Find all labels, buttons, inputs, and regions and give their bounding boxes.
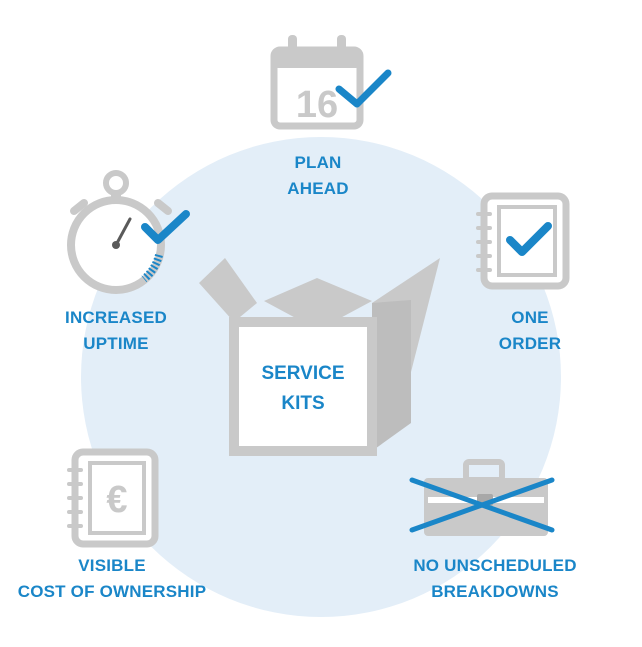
calendar-date: 16	[296, 84, 338, 126]
label-visible-cost-line2: COST OF OWNERSHIP	[17, 582, 207, 601]
crossed-toolbox-icon	[409, 459, 555, 536]
stopwatch-check-icon	[67, 170, 190, 294]
label-no-breakdowns-line2: BREAKDOWNS	[431, 582, 559, 601]
label-increased-uptime-line2: UPTIME	[83, 334, 149, 353]
label-plan-ahead-line1: PLAN	[294, 153, 342, 172]
label-visible-cost: VISIBLE COST OF OWNERSHIP	[2, 553, 222, 605]
label-no-breakdowns: NO UNSCHEDULED BREAKDOWNS	[392, 553, 598, 605]
label-increased-uptime: INCREASED UPTIME	[46, 305, 186, 357]
label-one-order-line2: ORDER	[498, 334, 562, 353]
label-one-order-line1: ONE	[511, 308, 549, 327]
center-label: SERVICE KITS	[234, 359, 372, 419]
notebook-check-icon	[476, 192, 570, 290]
center-label-line2: KITS	[281, 393, 325, 414]
label-plan-ahead: PLAN AHEAD	[247, 150, 389, 202]
calendar-check-icon: 16	[270, 35, 392, 130]
label-increased-uptime-line1: INCREASED	[65, 308, 167, 327]
label-one-order: ONE ORDER	[460, 305, 600, 357]
center-label-line1: SERVICE	[261, 363, 345, 384]
label-plan-ahead-line2: AHEAD	[287, 179, 349, 198]
label-no-breakdowns-line1: NO UNSCHEDULED	[413, 556, 577, 575]
open-box-icon	[199, 258, 440, 456]
label-visible-cost-line1: VISIBLE	[78, 556, 146, 575]
euro-symbol: €	[106, 479, 127, 521]
euro-notebook-icon: €	[67, 448, 159, 548]
